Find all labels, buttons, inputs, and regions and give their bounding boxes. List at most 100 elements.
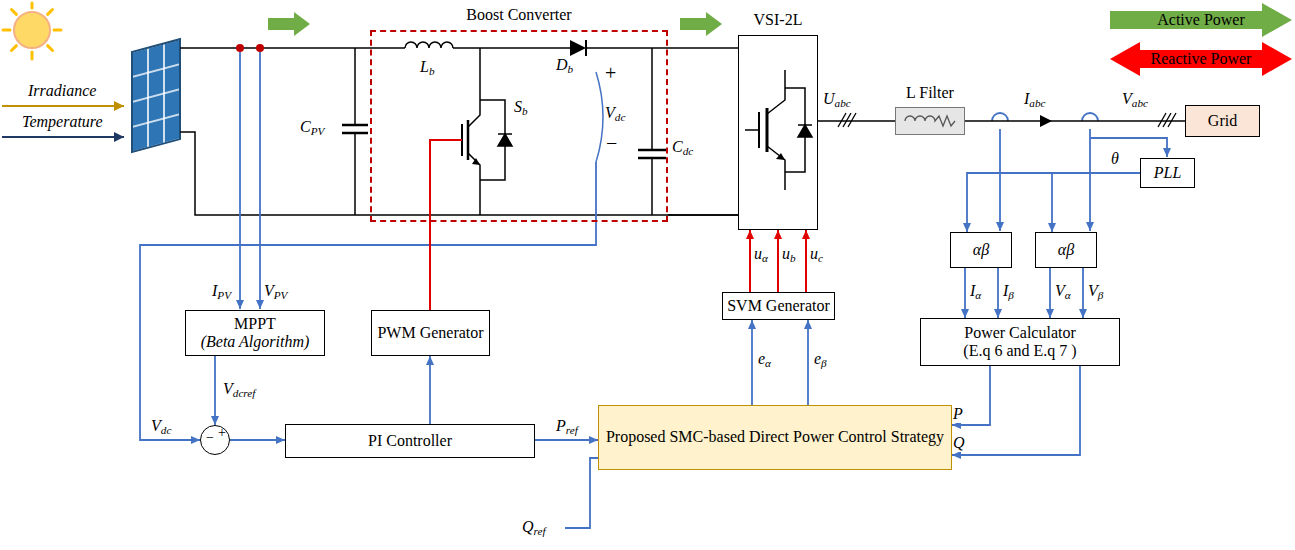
- symbol-base: Q: [522, 518, 534, 535]
- three-phase-mark: [838, 113, 1176, 127]
- node-content: PLL: [1154, 164, 1182, 182]
- legend-swatch: [1110, 42, 1292, 76]
- symbol-subscript: abc: [1029, 97, 1045, 109]
- signal-label: eβ: [813, 350, 828, 368]
- node-content: Grid: [1208, 112, 1237, 130]
- node-text: (E.q 6 and E.q 7 ): [963, 342, 1076, 360]
- symbol-base: I: [1024, 90, 1029, 107]
- symbol-base: V: [605, 104, 615, 121]
- sun-icon: [54, 29, 61, 32]
- symbol-base: u: [754, 245, 762, 262]
- symbol-base: I: [212, 282, 217, 299]
- signal-connector: [1052, 173, 1140, 232]
- signal-connector: [214, 356, 216, 425]
- symbol-base: U: [823, 90, 835, 107]
- diode-db: [570, 40, 586, 56]
- symbol-subscript: b: [790, 252, 796, 264]
- l-filter-fill: [895, 107, 965, 135]
- signal-connector: [1082, 268, 1084, 318]
- sensing-wires: [259, 52, 261, 309]
- signal-connector: [751, 320, 753, 405]
- signal-connector: [535, 439, 598, 441]
- power-wires: [651, 48, 653, 150]
- signal-connector: [777, 230, 779, 292]
- node-content: PI Controller: [368, 432, 452, 450]
- node-content: SVM Generator: [727, 297, 830, 315]
- sensing-wires: [239, 52, 241, 309]
- summing-junction: +−: [200, 425, 230, 455]
- power-wires: [342, 124, 368, 127]
- node-text: PLL: [1154, 164, 1182, 182]
- vsi-igbt-symbol: [745, 70, 812, 190]
- node-text: Proposed SMC-based Direct Power Control …: [606, 428, 944, 446]
- sun-icon: [12, 10, 17, 15]
- legend-text: Active Power: [1110, 3, 1292, 37]
- power-wires: [586, 47, 668, 49]
- signal-connector: [807, 320, 809, 405]
- legend-swatch: [1110, 3, 1292, 37]
- component-label: Irradiance: [28, 82, 96, 100]
- sensing-wires: [992, 113, 1008, 121]
- symbol-subscript: dc: [683, 145, 694, 157]
- symbol-subscript: β: [1008, 289, 1014, 301]
- emitter-arrow: [776, 153, 785, 160]
- sun-icon: [48, 10, 53, 15]
- pi-box: PI Controller: [285, 424, 535, 458]
- pv-panel: [132, 39, 180, 152]
- power-wires: [638, 149, 666, 152]
- node-text: Boost Converter: [466, 6, 571, 24]
- node-text: MPPT: [201, 315, 310, 333]
- symbol-base: V: [1122, 90, 1132, 107]
- sun-icon: [3, 3, 61, 59]
- three-phase-mark: [1168, 113, 1176, 127]
- symbol-subscript: α: [975, 289, 981, 301]
- signal-label: eα: [757, 350, 772, 368]
- sensing-point: [256, 44, 264, 52]
- symbol-subscript: PV: [274, 289, 288, 301]
- component-label: Lb: [420, 58, 435, 76]
- signal-label: Vdcref: [222, 380, 256, 398]
- vsi-igbt-symbol: [798, 124, 812, 126]
- symbol-subscript: b: [522, 105, 528, 117]
- gate-wire: [430, 140, 462, 222]
- symbol-base: C: [300, 118, 311, 135]
- symbol-subscript: c: [818, 252, 823, 264]
- signal-label: P: [952, 405, 964, 423]
- symbol-subscript: b: [568, 63, 574, 75]
- signal-connector: [668, 47, 738, 49]
- sun-icon: [31, 52, 34, 59]
- signal-connector: [140, 222, 596, 440]
- symbol-base: e: [814, 350, 821, 367]
- symbol-subscript: β: [821, 357, 827, 369]
- vsi-igbt-symbol: [767, 146, 785, 190]
- sun-icon: [3, 3, 61, 59]
- three-phase-mark: [848, 113, 856, 127]
- signal-connector: [965, 120, 1185, 122]
- node-content: αβ: [1058, 241, 1074, 259]
- transform-box: αβ: [1035, 232, 1097, 268]
- symbol-base: u: [810, 245, 818, 262]
- signal-label: Pref: [555, 417, 579, 435]
- component-label: Cdc: [672, 138, 693, 156]
- signal-connector: [429, 356, 431, 424]
- symbol-base: D: [556, 56, 568, 73]
- signal-label: uα: [753, 245, 769, 263]
- component-label: Db: [556, 56, 573, 74]
- node-text: PI Controller: [368, 432, 452, 450]
- symbol-base: e: [758, 350, 765, 367]
- symbol-base: V: [264, 282, 274, 299]
- node-content: MPPT(Beta Algorithm): [201, 315, 310, 352]
- symbol-subscript: dc: [615, 111, 626, 123]
- symbol-base: V: [1088, 282, 1098, 299]
- symbol-base: S: [514, 98, 522, 115]
- signal-label: ub: [781, 245, 797, 263]
- symbol-subscript: α: [1065, 289, 1071, 301]
- vsi-igbt-symbol: [798, 125, 812, 137]
- signal-label: θ: [1110, 150, 1120, 168]
- signal-label: Iα: [969, 282, 982, 300]
- temperature-arrow: [2, 136, 124, 138]
- node-text: αβ: [973, 241, 989, 259]
- symbol-base: I: [1003, 282, 1008, 299]
- sun-icon: [31, 3, 34, 8]
- signal-connector: [964, 268, 966, 318]
